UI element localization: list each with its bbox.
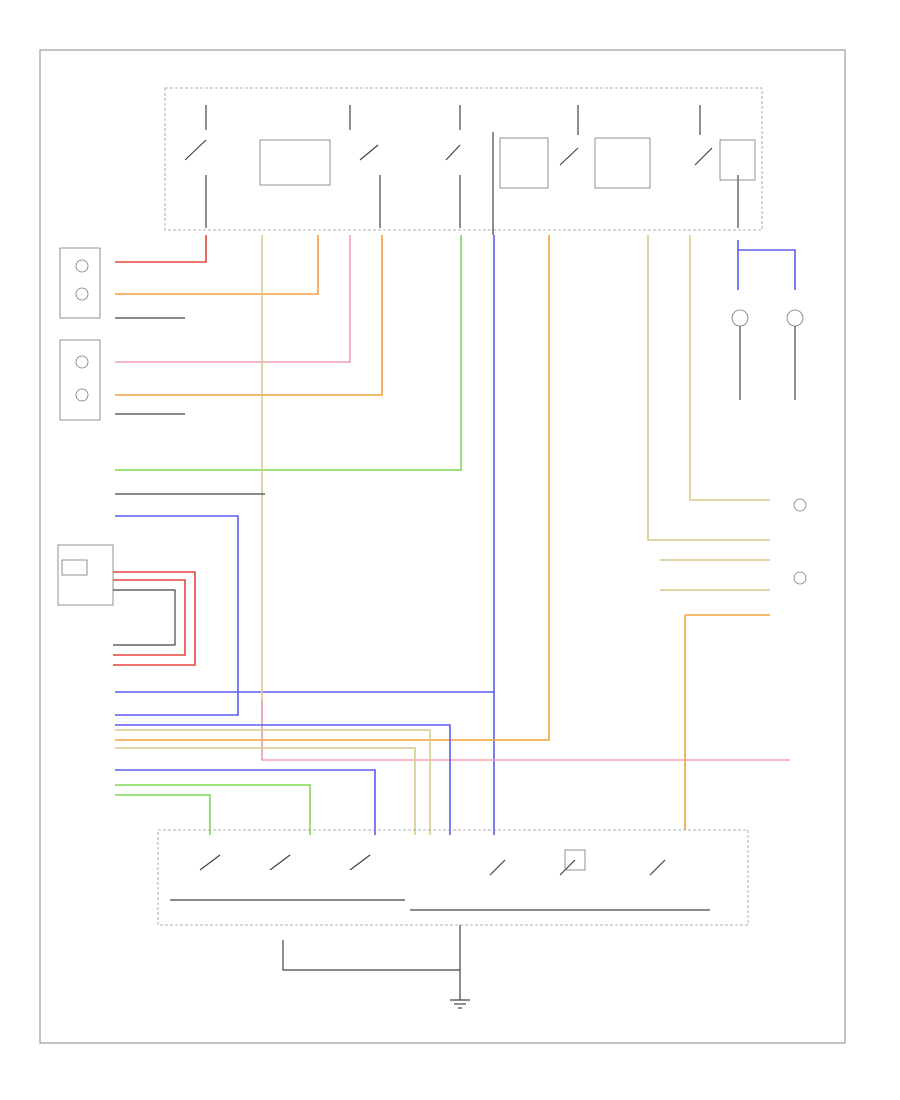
bottom-switch-box bbox=[157, 829, 749, 926]
right-lamp-1 bbox=[731, 309, 749, 400]
relay-switch-1 bbox=[184, 105, 331, 228]
right-lamp-2 bbox=[786, 309, 804, 400]
relay-switch-2 bbox=[349, 105, 381, 228]
wire-orange-top bbox=[115, 235, 319, 295]
diagram-frame bbox=[39, 49, 846, 1044]
wire-orange-mid bbox=[115, 235, 383, 396]
wire-blue-right bbox=[737, 240, 796, 290]
wire-tan-right bbox=[660, 235, 770, 591]
top-fuse-relay-box bbox=[164, 87, 763, 235]
wire-tan-bottom bbox=[115, 729, 431, 835]
wire-green-bottom bbox=[115, 784, 311, 835]
ground-wires-left bbox=[115, 317, 265, 495]
wire-red-top bbox=[115, 235, 207, 263]
left-connector-mid bbox=[59, 339, 101, 421]
auto-light-module bbox=[57, 544, 196, 666]
ground-bottom bbox=[282, 925, 470, 1009]
relay-switch-3 bbox=[445, 105, 461, 228]
left-connector-top bbox=[59, 247, 101, 319]
right-indicator-lamp bbox=[793, 498, 807, 585]
wire-pink-long bbox=[261, 700, 790, 761]
wire-blue-left bbox=[115, 515, 451, 835]
wire-tan-vertical bbox=[261, 235, 770, 760]
wire-green-top bbox=[115, 235, 462, 471]
wire-orange-right bbox=[684, 614, 770, 830]
relay-switch-5 bbox=[694, 105, 756, 228]
relay-switch-4 bbox=[499, 105, 651, 189]
wire-pink-mid bbox=[115, 235, 351, 363]
wire-blue-main bbox=[115, 235, 495, 835]
wire-orange-long bbox=[115, 235, 550, 741]
